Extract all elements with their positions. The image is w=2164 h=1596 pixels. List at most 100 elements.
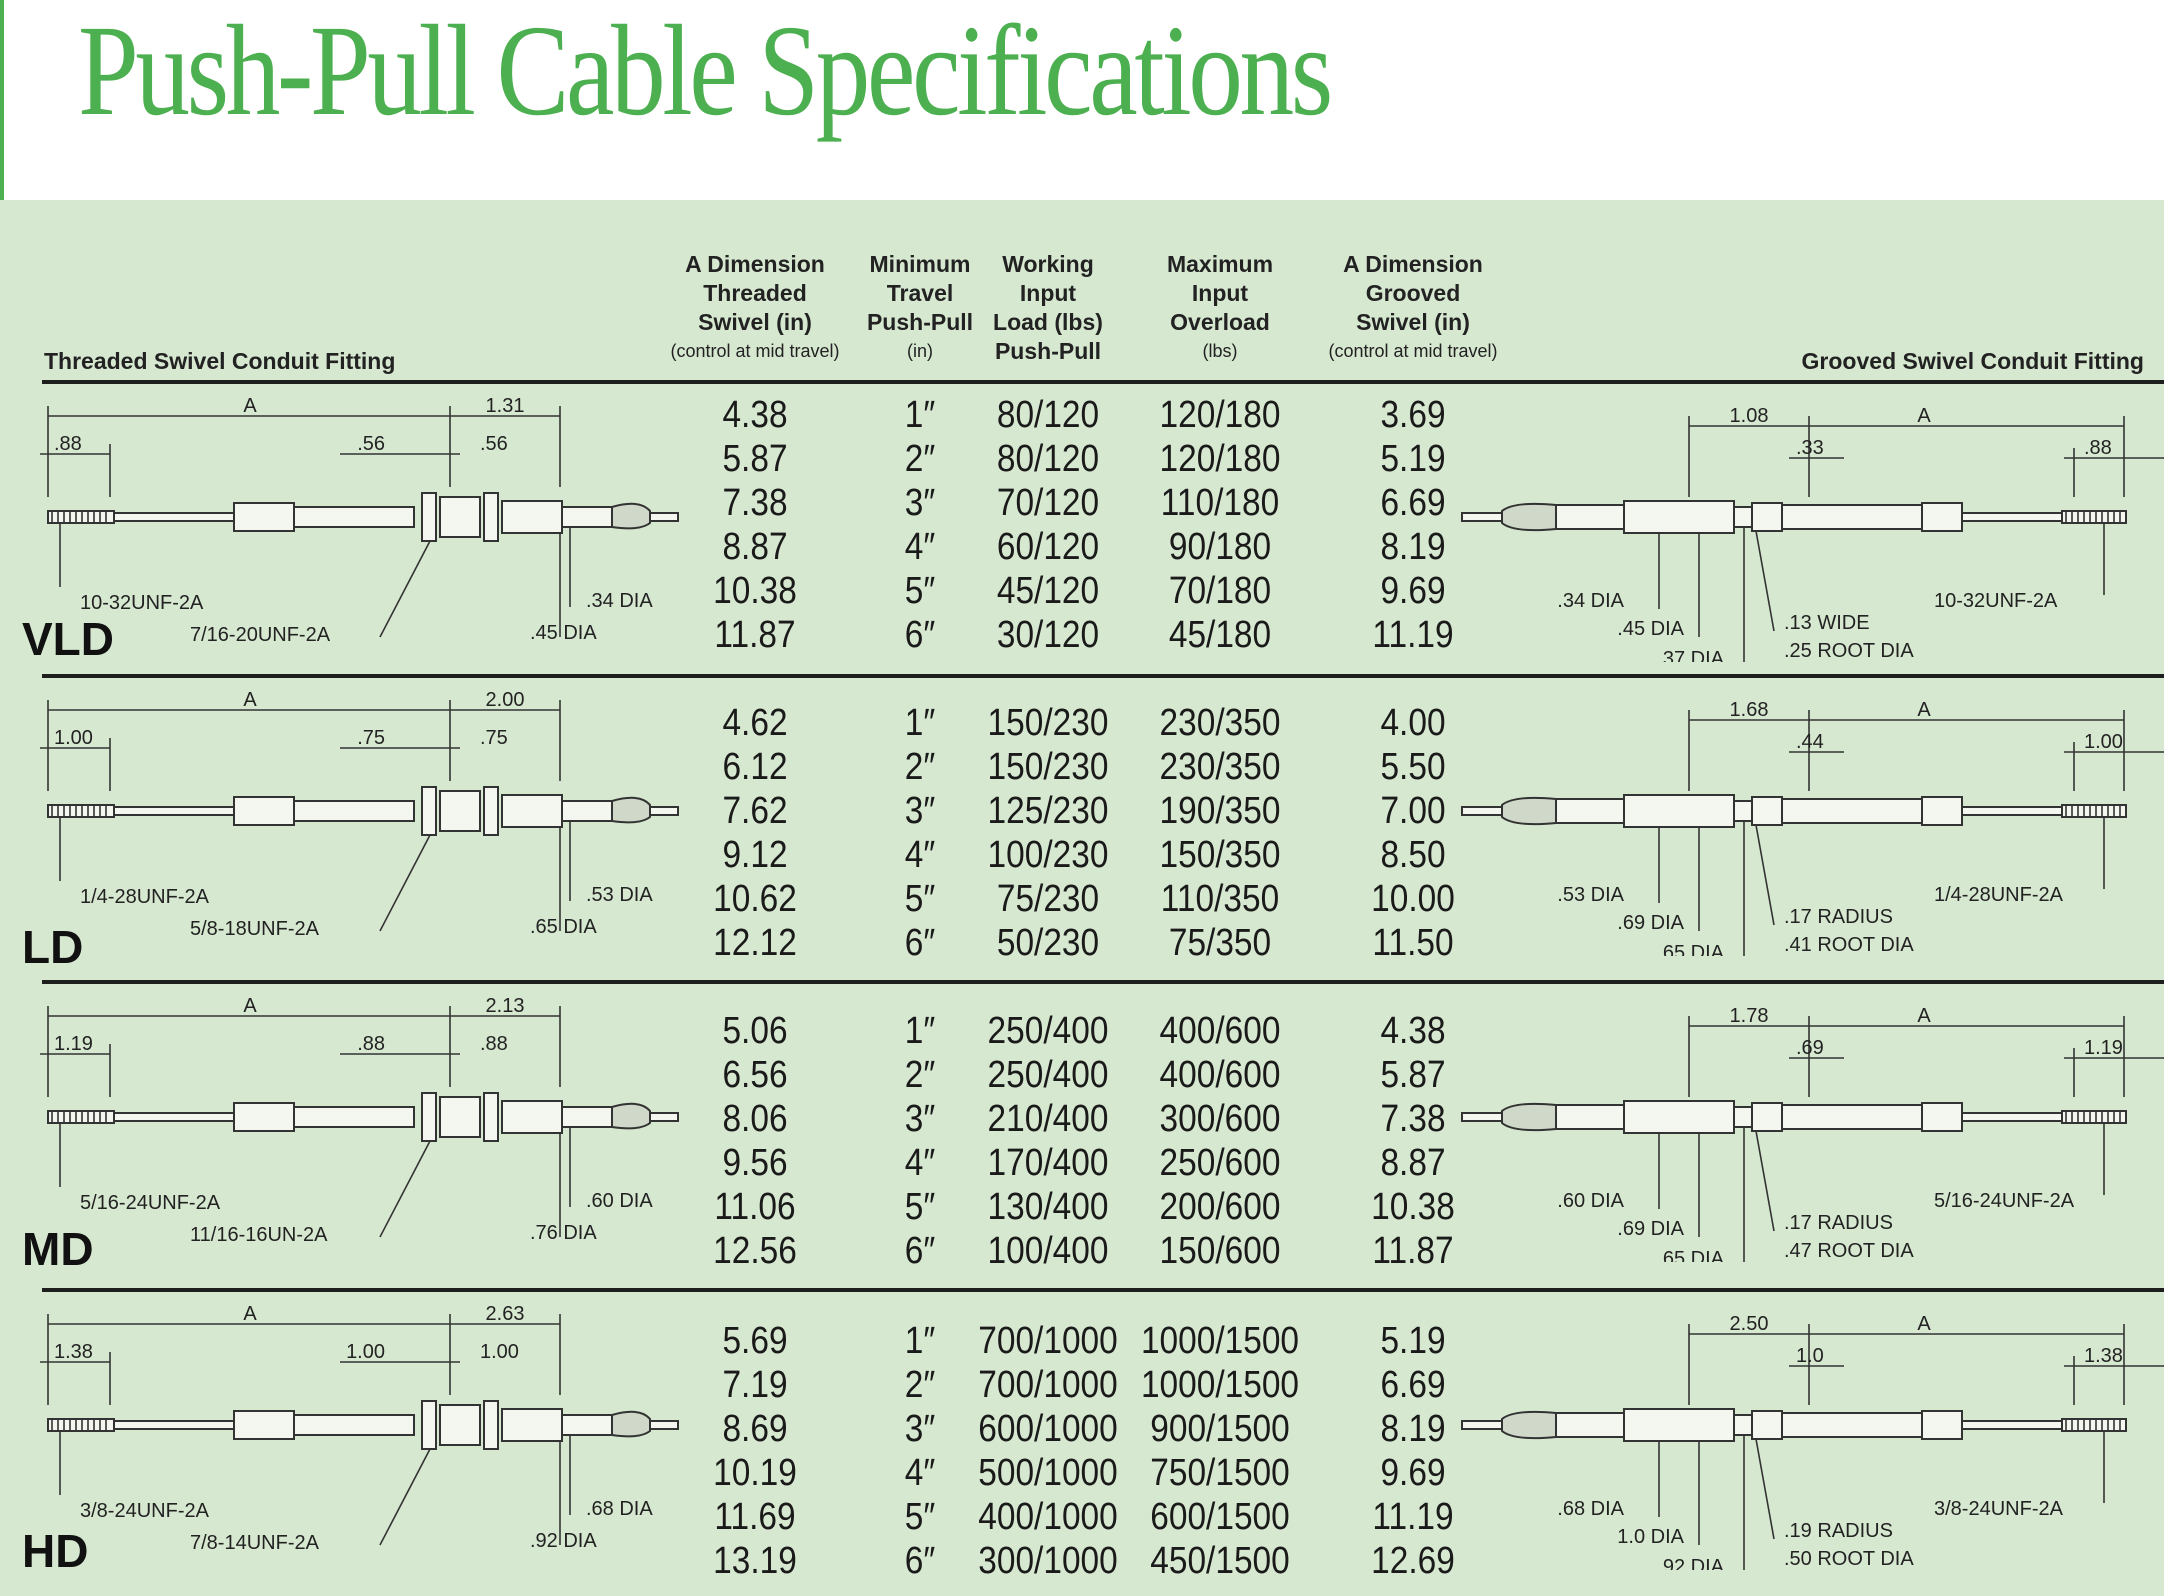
table-cell-grooved: 10.00 [1371,878,1455,920]
table-cell-overload: 900/1500 [1150,1408,1290,1450]
table-cell-travel: 3″ [904,1408,936,1450]
diameter-2-label: 1.0 DIA [1617,1526,1684,1548]
table-cell-overload: 230/350 [1159,746,1281,788]
nut-thread-label: 7/8-14UNF-2A [190,1532,320,1554]
table-cell-travel: 2″ [904,746,936,788]
table-cell-travel: 6″ [904,614,936,656]
table-cell-threaded: 7.19 [722,1364,788,1406]
groove-dimension-label: .33 [1796,437,1824,459]
section-rule-md [42,980,2164,984]
table-cell-travel: 3″ [904,790,936,832]
table-cell-load: 100/400 [987,1230,1109,1272]
section-rule-ld [42,674,2164,678]
table-cell-load: 150/230 [987,746,1109,788]
groove-root-label: .50 ROOT DIA [1784,1548,1914,1570]
table-cell-threaded: 9.56 [722,1142,788,1184]
table-cell-travel: 4″ [904,1142,936,1184]
table-cell-load: 700/1000 [978,1364,1118,1406]
table-cell-travel: 6″ [904,1230,936,1272]
table-cell-load: 30/120 [996,614,1100,656]
section-rule-hd [42,1288,2164,1292]
header-subtext: (lbs) [1202,341,1238,361]
table-cell-travel: 1″ [904,394,936,436]
thread-spec-label: 10-32UNF-2A [80,592,204,614]
header-line: Minimum [869,251,971,277]
dimension-end-label: 1.38 [2084,1345,2123,1367]
section-rule-vld [42,380,2164,384]
table-cell-load: 300/1000 [978,1540,1118,1582]
dimension-end-label: 1.00 [54,727,93,749]
table-cell-load: 75/230 [996,878,1100,920]
table-cell-load: 250/400 [987,1010,1109,1052]
dimension-end-label: 1.00 [2084,731,2123,753]
table-cell-threaded: 5.06 [722,1010,788,1052]
groove-width-label: .13 WIDE [1784,612,1870,634]
table-cell-overload: 600/1500 [1150,1496,1290,1538]
header-line: Input [1019,280,1077,306]
table-cell-threaded: 9.12 [722,834,788,876]
series-label-hd: HD [22,1525,89,1577]
groove-dimension-label: 1.0 [1796,1345,1824,1367]
header-line: Working [1002,251,1094,277]
table-cell-load: 600/1000 [978,1408,1118,1450]
table-cell-overload: 1000/1500 [1140,1364,1300,1406]
table-cell-grooved: 5.87 [1380,1054,1446,1096]
table-cell-threaded: 5.69 [722,1320,788,1362]
table-cell-travel: 5″ [904,1186,936,1228]
table-cell-grooved: 5.50 [1380,746,1446,788]
table-cell-load: 250/400 [987,1054,1109,1096]
table-cell-load: 80/120 [996,438,1100,480]
dimension-mid2-label: .75 [480,727,508,749]
diameter-1-label: .53 DIA [1557,884,1624,906]
dimension-top-label: 1.68 [1730,699,1769,721]
dimension-a-label: A [243,395,257,417]
diameter-2-label: .45 DIA [1617,618,1684,640]
groove-dimension-label: .44 [1796,731,1824,753]
diameter-1-label: .34 DIA [1557,590,1624,612]
dimension-a-label: A [243,995,257,1017]
header-line: Input [1191,280,1249,306]
table-cell-grooved: 5.19 [1380,1320,1446,1362]
table-cell-threaded: 12.12 [713,922,797,964]
table-cell-overload: 120/180 [1159,438,1281,480]
dimension-top-label: 1.08 [1730,405,1769,427]
diameter-2-label: .45 DIA [530,622,597,644]
dimension-mid1-label: .56 [357,433,385,455]
thread-spec-label: 5/16-24UNF-2A [1934,1190,2075,1212]
table-cell-overload: 150/350 [1159,834,1281,876]
table-cell-threaded: 8.06 [722,1098,788,1140]
table-cell-travel: 3″ [904,1098,936,1140]
diameter-2-label: .69 DIA [1617,1218,1684,1240]
thread-spec-label: 1/4-28UNF-2A [1934,884,2064,906]
table-cell-overload: 450/1500 [1150,1540,1290,1582]
dimension-top-label: 2.63 [486,1303,525,1325]
groove-root-label: .41 ROOT DIA [1784,934,1914,956]
table-cell-overload: 150/600 [1159,1230,1281,1272]
table-cell-travel: 6″ [904,922,936,964]
table-cell-grooved: 10.38 [1371,1186,1455,1228]
table-cell-grooved: 11.19 [1372,614,1454,656]
table-cell-grooved: 12.69 [1371,1540,1455,1582]
table-cell-travel: 5″ [904,570,936,612]
dimension-mid1-label: .88 [357,1033,385,1055]
table-cell-threaded: 8.69 [722,1408,788,1450]
table-cell-overload: 45/180 [1168,614,1272,656]
table-cell-load: 210/400 [987,1098,1109,1140]
table-cell-overload: 110/350 [1160,878,1280,920]
diameter-1-label: .60 DIA [1557,1190,1624,1212]
table-cell-load: 70/120 [996,482,1100,524]
header-line: Swivel (in) [698,309,812,335]
threaded-fitting-title: Threaded Swivel Conduit Fitting [44,348,396,374]
table-cell-travel: 5″ [904,878,936,920]
diameter-2-label: .76 DIA [530,1222,597,1244]
table-cell-grooved: 11.50 [1372,922,1454,964]
table-cell-load: 100/230 [987,834,1109,876]
